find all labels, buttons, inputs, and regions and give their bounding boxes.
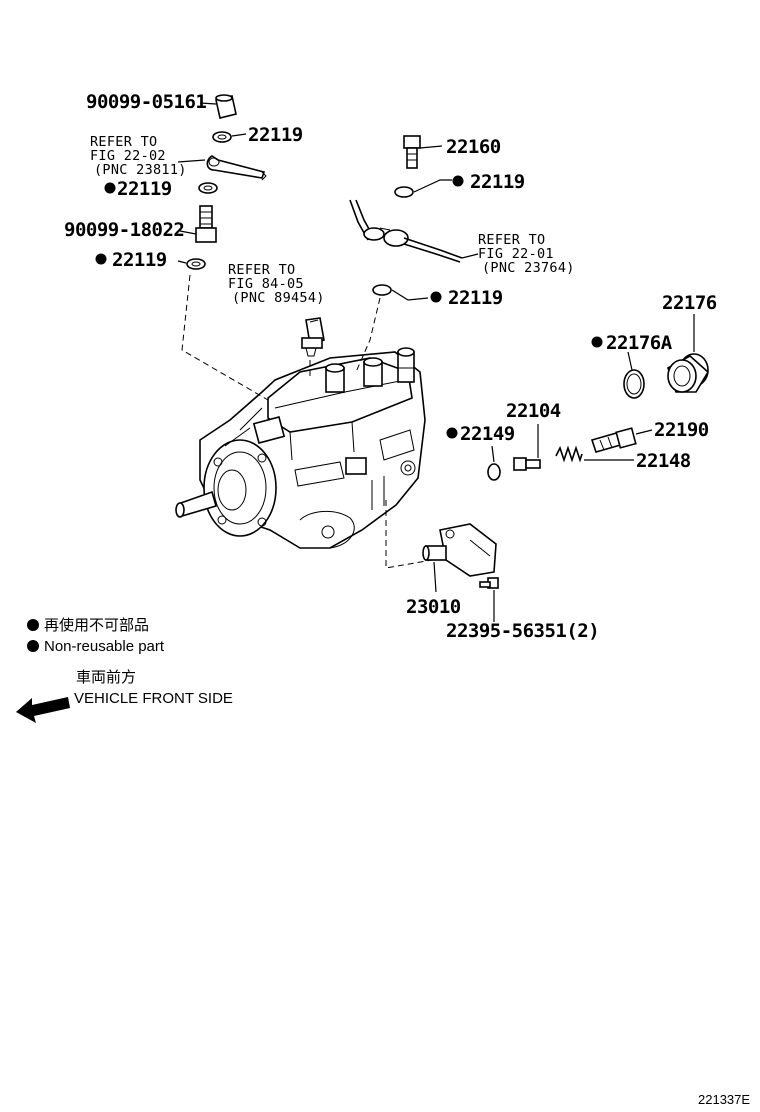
part-label-22119: 22119: [112, 249, 167, 271]
refer-label: FIG 22-02: [90, 148, 166, 164]
refer-label: (PNC 23764): [482, 260, 575, 276]
plunger-22190-icon: [590, 427, 637, 453]
delivery-valve-stub: [325, 347, 415, 393]
part-label-22160: 22160: [446, 136, 501, 158]
part-label-22176: 22176: [662, 292, 717, 314]
part-label-22176A: 22176A: [606, 332, 673, 354]
refer-label: (PNC 89454): [232, 290, 325, 306]
guide-line-bottom: [385, 500, 433, 569]
part-label-90099-18022: 90099-18022: [64, 219, 184, 241]
banjo-fitting-icon: [206, 155, 267, 181]
sensor-icon: [301, 317, 325, 357]
guide-line-right: [355, 297, 381, 373]
refer-label: REFER TO: [478, 232, 545, 248]
plug-22176-icon: [667, 353, 710, 393]
legend-dot-icon: [27, 619, 39, 631]
part-label-22190: 22190: [654, 419, 709, 441]
hollow-bolt-icon: [195, 205, 217, 243]
part-label-22104: 22104: [506, 400, 561, 422]
part-label-23010: 23010: [406, 596, 461, 618]
front-arrow-icon: [16, 697, 70, 723]
washer-icon: [394, 186, 414, 198]
nonreusable-dot-icon: [430, 291, 442, 303]
washer-icon: [212, 131, 232, 143]
nonreusable-dot-icon: [452, 175, 464, 187]
part-label-22149: 22149: [460, 423, 515, 445]
bolt-22160-icon: [403, 135, 421, 169]
small-screw-icon: [479, 577, 499, 589]
legend-dot-icon: [27, 640, 39, 652]
refer-label: FIG 84-05: [228, 276, 304, 292]
screw-22104-icon: [513, 457, 541, 471]
part-label-22119: 22119: [248, 124, 303, 146]
nonreusable-dot-icon: [446, 427, 458, 439]
part-label-22148: 22148: [636, 450, 691, 472]
legend-nonreusable-jp: 再使用不可部品: [44, 617, 149, 634]
front-direction-en: VEHICLE FRONT SIDE: [74, 690, 233, 707]
spring-icon: [555, 445, 583, 463]
refer-label: FIG 22-01: [478, 246, 554, 262]
part-label-22119: 22119: [117, 178, 172, 200]
legend-nonreusable-en: Non-reusable part: [44, 638, 165, 655]
washer-icon: [198, 182, 218, 194]
washer-icon: [372, 284, 392, 296]
injection-pump-body: [175, 347, 426, 549]
solenoid-valve-icon: [422, 523, 497, 577]
part-label-90099-05161: 90099-05161: [86, 91, 206, 113]
washer-icon: [186, 258, 206, 270]
nonreusable-dot-icon: [104, 182, 116, 194]
refer-label: (PNC 23811): [94, 162, 187, 178]
figure-code: 221337E: [698, 1092, 750, 1107]
fuel-pipe-icon: [349, 199, 463, 263]
nonreusable-dot-icon: [95, 253, 107, 265]
nonreusable-dot-icon: [591, 336, 603, 348]
refer-label: REFER TO: [90, 134, 157, 150]
cap-part-icon: [215, 94, 237, 119]
front-direction-jp: 車両前方: [76, 669, 136, 686]
part-label-22395-56351: 22395-56351(2): [446, 620, 599, 642]
part-label-22119: 22119: [470, 171, 525, 193]
seal-icon: [487, 463, 501, 481]
part-label-22119: 22119: [448, 287, 503, 309]
guide-line-left: [181, 274, 269, 401]
refer-label: REFER TO: [228, 262, 295, 278]
